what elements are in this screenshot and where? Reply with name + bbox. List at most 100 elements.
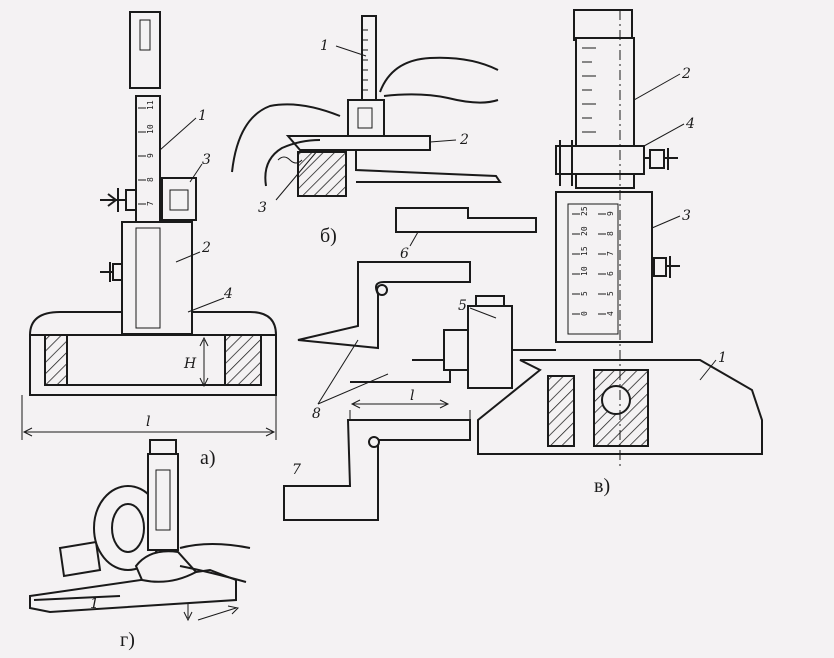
caption-b: б) bbox=[320, 225, 337, 247]
jaw-7-hole bbox=[368, 436, 380, 448]
workpiece-b bbox=[297, 151, 347, 197]
jaw-6 bbox=[395, 207, 537, 233]
frame-v bbox=[555, 191, 653, 343]
caption-a: а) bbox=[200, 447, 216, 469]
block-g bbox=[58, 540, 102, 578]
figure-g: 1 г) bbox=[29, 439, 251, 651]
label-b-3: 3 bbox=[258, 200, 267, 216]
gauge-top-g bbox=[149, 439, 177, 455]
label-a-3: 3 bbox=[202, 152, 211, 168]
plate-g bbox=[29, 568, 237, 614]
leader-v-6 bbox=[409, 231, 419, 247]
vernier-v-tick-label-3: 10 bbox=[580, 266, 589, 276]
leader-a-2 bbox=[175, 251, 201, 263]
leader-b-3 bbox=[275, 149, 319, 201]
label-v-2: 2 bbox=[681, 66, 691, 82]
ruler-v-tick-label-5: 4 bbox=[606, 311, 615, 316]
ruler-v-tick-label-0: 9 bbox=[606, 211, 615, 216]
hand-right-b bbox=[379, 56, 499, 104]
label-g-1: 1 bbox=[90, 596, 99, 612]
label-a-l: l bbox=[146, 414, 150, 430]
workpiece-wall-right bbox=[224, 334, 262, 386]
label-v-4: 4 bbox=[685, 116, 695, 132]
base-bearing bbox=[601, 385, 631, 415]
ruler-slot-a bbox=[139, 19, 151, 51]
caption-g: г) bbox=[120, 629, 135, 651]
dimension-l-v bbox=[350, 399, 450, 409]
label-a-2: 2 bbox=[201, 240, 211, 256]
label-v-1: 1 bbox=[718, 350, 727, 366]
arrow-down-g bbox=[183, 604, 193, 622]
ruler-top-a bbox=[129, 11, 161, 89]
column-top-v bbox=[573, 9, 633, 41]
plate-edge-g bbox=[33, 595, 121, 601]
leader-v-5 bbox=[469, 307, 497, 319]
vernier-v-tick-label-2: 15 bbox=[580, 246, 589, 256]
label-b-2: 2 bbox=[459, 132, 469, 148]
leader-a-3 bbox=[189, 163, 203, 183]
ruler-v-tick-label-1: 8 bbox=[606, 231, 615, 236]
leader-a-1 bbox=[159, 117, 197, 151]
label-a-4: 4 bbox=[223, 286, 233, 302]
label-v-8: 8 bbox=[312, 406, 321, 422]
base-b bbox=[285, 135, 431, 151]
leader-v-1 bbox=[699, 359, 717, 381]
vernier-v-tick-label-5: 0 bbox=[580, 311, 589, 316]
ruler-ticks-b bbox=[362, 29, 368, 91]
vernier-v-tick-label-1: 20 bbox=[580, 226, 589, 236]
dimension-l-arrow bbox=[22, 427, 276, 437]
hand-left-b bbox=[231, 103, 341, 187]
ruler-a-tick-label-1: 10 bbox=[146, 124, 155, 134]
label-v-6: 6 bbox=[400, 246, 409, 262]
workpiece-wall-left bbox=[44, 334, 68, 386]
clamp-v bbox=[555, 145, 645, 175]
frame-b bbox=[347, 99, 385, 137]
ruler-v-tick-label-3: 6 bbox=[606, 271, 615, 276]
arrow-side-g bbox=[197, 605, 240, 621]
leader-v-2 bbox=[633, 73, 681, 101]
gauge-window-g bbox=[155, 469, 171, 531]
holder-5-jaw bbox=[443, 329, 469, 371]
dimension-h-arrow bbox=[199, 336, 209, 388]
clamp-pin-v bbox=[559, 140, 573, 186]
frame-knob-v bbox=[653, 257, 667, 277]
ruler-a-tick-label-2: 9 bbox=[146, 153, 155, 158]
caption-v: в) bbox=[594, 475, 610, 497]
column-ticks-v bbox=[582, 47, 596, 147]
vernier-v-tick-label-0: 25 bbox=[580, 206, 589, 216]
ruler-a-tick-label-4: 7 bbox=[146, 201, 155, 206]
label-v-7: 7 bbox=[292, 462, 301, 478]
holder-5-knob bbox=[475, 295, 505, 307]
label-v-5: 5 bbox=[458, 298, 467, 314]
clamp-knob-a bbox=[125, 189, 137, 211]
holder-5 bbox=[467, 305, 513, 389]
vernier-window-a bbox=[135, 227, 161, 329]
ring-hole-g bbox=[111, 503, 145, 553]
frame-knob-a bbox=[112, 263, 123, 281]
hand-g bbox=[179, 543, 251, 583]
leader-v-4 bbox=[643, 123, 685, 147]
jaw-8-step bbox=[350, 359, 451, 383]
figure-b: 1 2 3 б) bbox=[231, 15, 502, 247]
leader-a-4 bbox=[187, 297, 225, 313]
rule-arm-b bbox=[355, 150, 502, 183]
vernier-v-tick-label-4: 5 bbox=[580, 291, 589, 296]
jaw-7 bbox=[283, 419, 471, 521]
clamp-window-a bbox=[169, 189, 189, 211]
leader-v-8b bbox=[317, 373, 389, 405]
frame-window-b bbox=[357, 107, 373, 129]
label-a-H: H bbox=[183, 356, 197, 372]
clamp-a bbox=[161, 177, 197, 221]
frame-a bbox=[121, 221, 193, 335]
label-v-3: 3 bbox=[682, 208, 691, 224]
label-b-1: 1 bbox=[320, 38, 329, 54]
ruler-v-tick-label-2: 7 bbox=[606, 251, 615, 256]
figure-a: 1110987654321020151050 1 3 2 4 H l bbox=[21, 11, 278, 469]
clamp-knob-v bbox=[649, 149, 665, 169]
ruler-a-tick-label-0: 11 bbox=[146, 100, 155, 110]
leader-v-8a bbox=[317, 339, 359, 405]
